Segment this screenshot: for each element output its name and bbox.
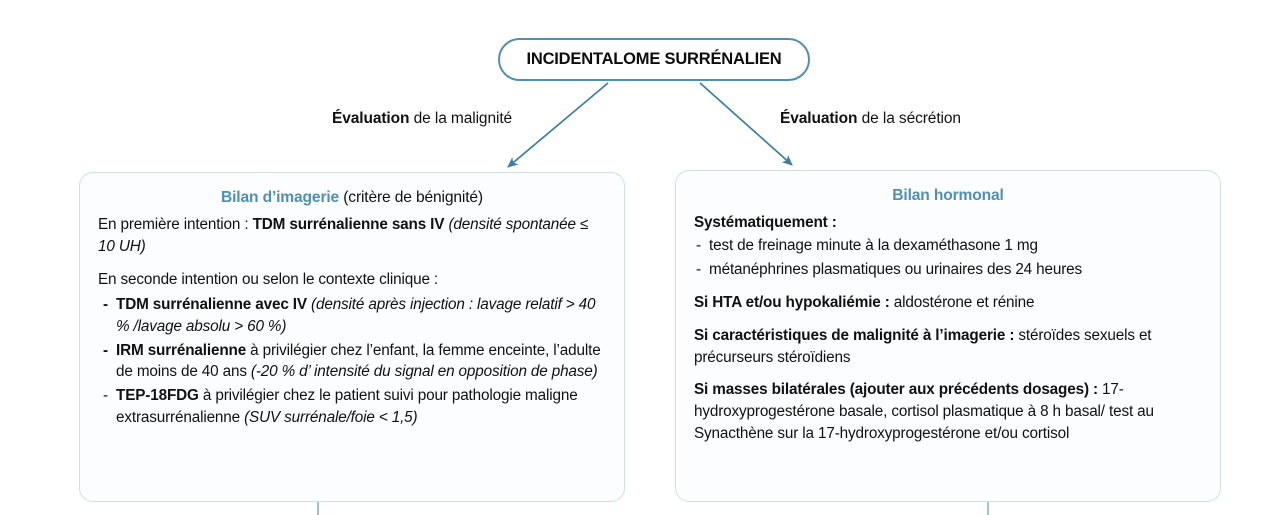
- panel-imaging-body: Bilan d’imagerie (critère de bénignité) …: [80, 173, 624, 441]
- hormonal-systematic-item-dexamethasone: test de freinage minute à la dexaméthaso…: [709, 237, 1038, 255]
- imaging-first-intention-italic: (densité spontanée ≤ 10 UH): [98, 216, 589, 256]
- imaging-bullet-tep-bold: TEP-18FDG: [116, 387, 199, 405]
- imaging-second-intention-line: En seconde intention ou selon le context…: [98, 269, 606, 291]
- imaging-first-intention-bold: TDM surrénalienne sans IV: [252, 216, 445, 234]
- hormonal-systematic-item-metanephrines: métanéphrines plasmatiques ou urinaires …: [709, 261, 1083, 279]
- panel-imaging-workup: Bilan d’imagerie (critère de bénignité) …: [79, 172, 625, 502]
- hormonal-condition-malignity-bold: Si caractéristiques de malignité à l’ima…: [694, 326, 1015, 344]
- imaging-bullet-irm-italic: (-20 % d’ intensité du signal en opposit…: [250, 363, 598, 381]
- edge-label-malignity-bold: Évaluation: [332, 110, 410, 127]
- hormonal-condition-hta-plain: aldostérone et rénine: [889, 293, 1035, 311]
- imaging-first-intention-lead: En première intention :: [98, 216, 253, 234]
- imaging-bullet-tep: TEP-18FDG à privilégier chez le patient …: [116, 385, 606, 429]
- imaging-bullet-tdm-avec-iv-bold: TDM surrénalienne avec IV: [116, 295, 307, 313]
- imaging-bullet-irm-plain: à privilégier chez l’enfant, la femme en…: [116, 341, 601, 381]
- hormonal-condition-hta-bold: Si HTA et/ou hypokaliémie :: [694, 293, 890, 311]
- bullet-dash-icon: -: [696, 261, 701, 279]
- panel-imaging-title: Bilan d’imagerie (critère de bénignité): [98, 187, 606, 209]
- list-item: - test de freinage minute à la dexamétha…: [694, 235, 1202, 257]
- hormonal-systematic-heading-text: Systématiquement :: [694, 214, 837, 232]
- edge-label-malignity: Évaluation de la malignité: [332, 110, 512, 128]
- panel-imaging-title-suffix: (critère de bénignité): [339, 189, 483, 206]
- root-node-label: INCIDENTALOME SURRÉNALIEN: [526, 50, 782, 68]
- panel-hormonal-workup: Bilan hormonal Systématiquement : - test…: [675, 170, 1221, 502]
- hormonal-systematic-heading: Systématiquement :: [694, 212, 1202, 234]
- edge-label-secretion: Évaluation de la sécrétion: [780, 110, 961, 128]
- arrow-to-imaging-panel: [507, 82, 609, 168]
- hormonal-condition-malignity-plain: stéroïdes sexuels et précurseurs stéroïd…: [694, 326, 1152, 366]
- imaging-bullet-tep-italic: (SUV surrénale/foie < 1,5): [244, 409, 418, 427]
- bullet-dash-icon: -: [103, 387, 108, 405]
- list-item: - métanéphrines plasmatiques ou urinaire…: [694, 259, 1202, 281]
- bullet-dash-icon: -: [103, 295, 108, 313]
- edge-label-secretion-bold: Évaluation: [780, 110, 858, 127]
- imaging-second-intention-lead: En seconde intention ou selon le context…: [98, 271, 439, 289]
- list-item: - TDM surrénalienne avec IV (densité apr…: [98, 294, 606, 338]
- hormonal-condition-malignity: Si caractéristiques de malignité à l’ima…: [694, 325, 1202, 369]
- bullet-dash-icon: -: [103, 341, 108, 359]
- panel-hormonal-body: Bilan hormonal Systématiquement : - test…: [676, 171, 1220, 458]
- edge-label-malignity-rest: de la malignité: [409, 110, 513, 127]
- hormonal-condition-bilateral-plain: 17-hydroxyprogestérone basale, cortisol …: [694, 381, 1154, 443]
- imaging-bullet-tdm-avec-iv-italic: (densité après injection : lavage relati…: [116, 295, 596, 335]
- imaging-bullet-tep-plain: à privilégier chez le patient suivi pour…: [116, 387, 578, 427]
- bullet-dash-icon: -: [696, 237, 701, 255]
- list-item: - IRM surrénalienne à privilégier chez l…: [98, 340, 606, 384]
- hormonal-condition-hta: Si HTA et/ou hypokaliémie : aldostérone …: [694, 292, 1202, 314]
- panel-hormonal-title-bold: Bilan hormonal: [892, 187, 1004, 204]
- hormonal-condition-bilateral-bold: Si masses bilatérales (ajouter aux précé…: [694, 381, 1098, 399]
- imaging-first-intention-line: En première intention : TDM surrénalienn…: [98, 214, 606, 258]
- imaging-bullet-tdm-avec-iv: TDM surrénalienne avec IV (densité après…: [116, 294, 606, 338]
- panel-hormonal-title: Bilan hormonal: [694, 185, 1202, 207]
- imaging-bullet-irm: IRM surrénalienne à privilégier chez l’e…: [116, 340, 606, 384]
- panel-imaging-title-bold: Bilan d’imagerie: [221, 189, 340, 206]
- hormonal-condition-bilateral: Si masses bilatérales (ajouter aux précé…: [694, 379, 1202, 445]
- arrow-to-hormonal-panel: [699, 82, 793, 166]
- imaging-bullet-irm-bold: IRM surrénalienne: [116, 341, 247, 359]
- root-node-incidentalome: INCIDENTALOME SURRÉNALIEN: [498, 38, 810, 81]
- edge-label-secretion-rest: de la sécrétion: [857, 110, 961, 127]
- list-item: - TEP-18FDG à privilégier chez le patien…: [98, 385, 606, 429]
